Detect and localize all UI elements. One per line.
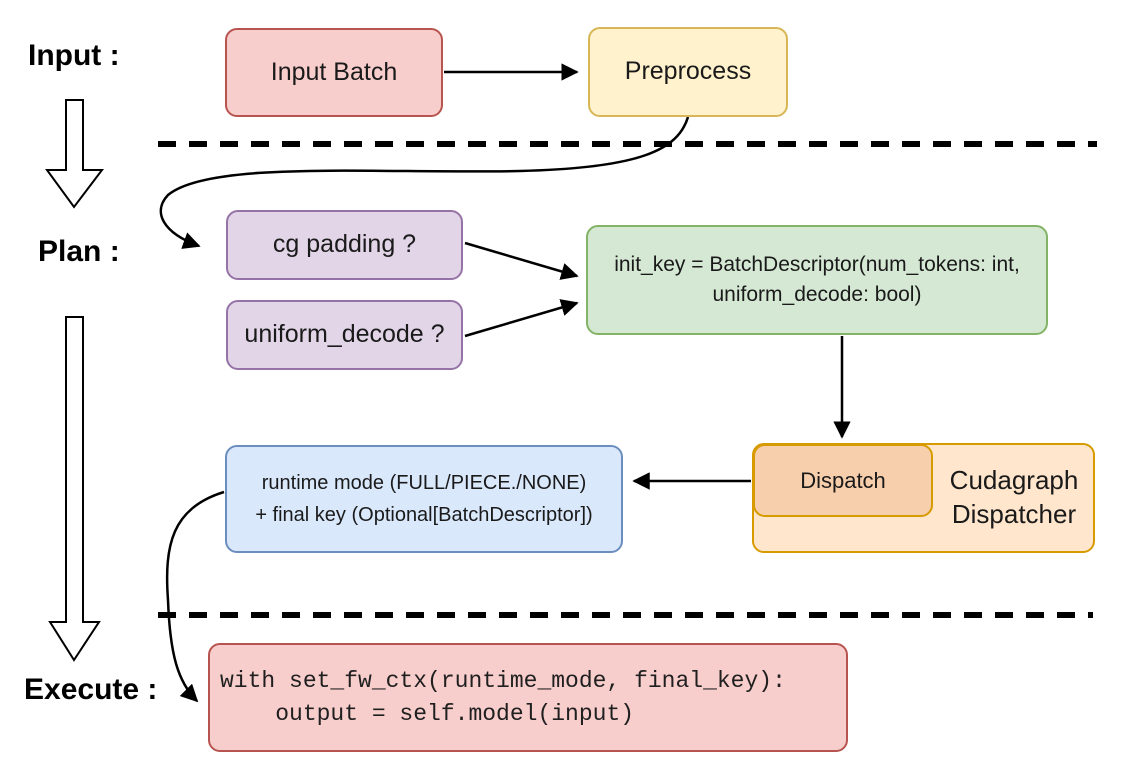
cudagraph-dispatcher-line1: Cudagraph bbox=[949, 465, 1079, 496]
cudagraph-dispatcher-line2: Dispatcher bbox=[951, 499, 1077, 529]
arrow-runtimeresult-to-code bbox=[165, 490, 225, 703]
execute-code-block: with set_fw_ctx(runtime_mode, final_key)… bbox=[220, 665, 786, 729]
node-cg-padding: cg padding ? bbox=[226, 210, 463, 280]
arrow-cgpadding-to-initkey bbox=[464, 241, 579, 280]
execute-code-line1: with set_fw_ctx(runtime_mode, final_key)… bbox=[220, 668, 786, 695]
cudagraph-dispatcher-lines: Cudagraph Dispatcher bbox=[950, 464, 1079, 532]
node-input-batch-label: Input Batch bbox=[270, 57, 398, 86]
node-init-key-text: init_key = BatchDescriptor(num_tokens: i… bbox=[614, 250, 1020, 311]
node-preprocess: Preprocess bbox=[588, 27, 788, 117]
section-label-execute: Execute : bbox=[24, 673, 158, 706]
node-init-key-line1: init_key = BatchDescriptor(num_tokens: i… bbox=[614, 252, 1020, 276]
node-execute-code: with set_fw_ctx(runtime_mode, final_key)… bbox=[208, 643, 848, 752]
arrow-uniformdecode-to-initkey bbox=[464, 299, 579, 338]
node-dispatch-label: Dispatch bbox=[800, 467, 886, 493]
node-runtime-result: runtime mode (FULL/PIECE./NONE) + final … bbox=[225, 445, 623, 553]
execute-code-line2: output = self.model(input) bbox=[220, 700, 635, 727]
node-preprocess-label: Preprocess bbox=[624, 57, 752, 86]
node-dispatch: Dispatch bbox=[753, 444, 933, 517]
node-init-key: init_key = BatchDescriptor(num_tokens: i… bbox=[586, 225, 1048, 335]
node-uniform-decode: uniform_decode ? bbox=[226, 300, 463, 370]
section-label-plan: Plan : bbox=[38, 235, 120, 268]
node-uniform-decode-label: uniform_decode ? bbox=[244, 320, 445, 349]
node-runtime-result-line1: runtime mode (FULL/PIECE./NONE) bbox=[261, 472, 587, 494]
node-cg-padding-label: cg padding ? bbox=[272, 230, 417, 259]
node-input-batch: Input Batch bbox=[225, 28, 443, 117]
plan-to-execute-hollow-arrow bbox=[48, 316, 101, 662]
node-runtime-result-text: runtime mode (FULL/PIECE./NONE) + final … bbox=[255, 467, 592, 531]
node-runtime-result-line2: + final key (Optional[BatchDescriptor]) bbox=[255, 504, 593, 526]
arrow-preprocess-to-cgpadding bbox=[159, 116, 690, 249]
section-label-input: Input : bbox=[28, 39, 120, 72]
node-init-key-line2: uniform_decode: bool) bbox=[712, 283, 922, 306]
input-to-plan-hollow-arrow bbox=[45, 99, 105, 209]
node-cudagraph-dispatcher-text: Cudagraph Dispatcher bbox=[933, 448, 1095, 548]
